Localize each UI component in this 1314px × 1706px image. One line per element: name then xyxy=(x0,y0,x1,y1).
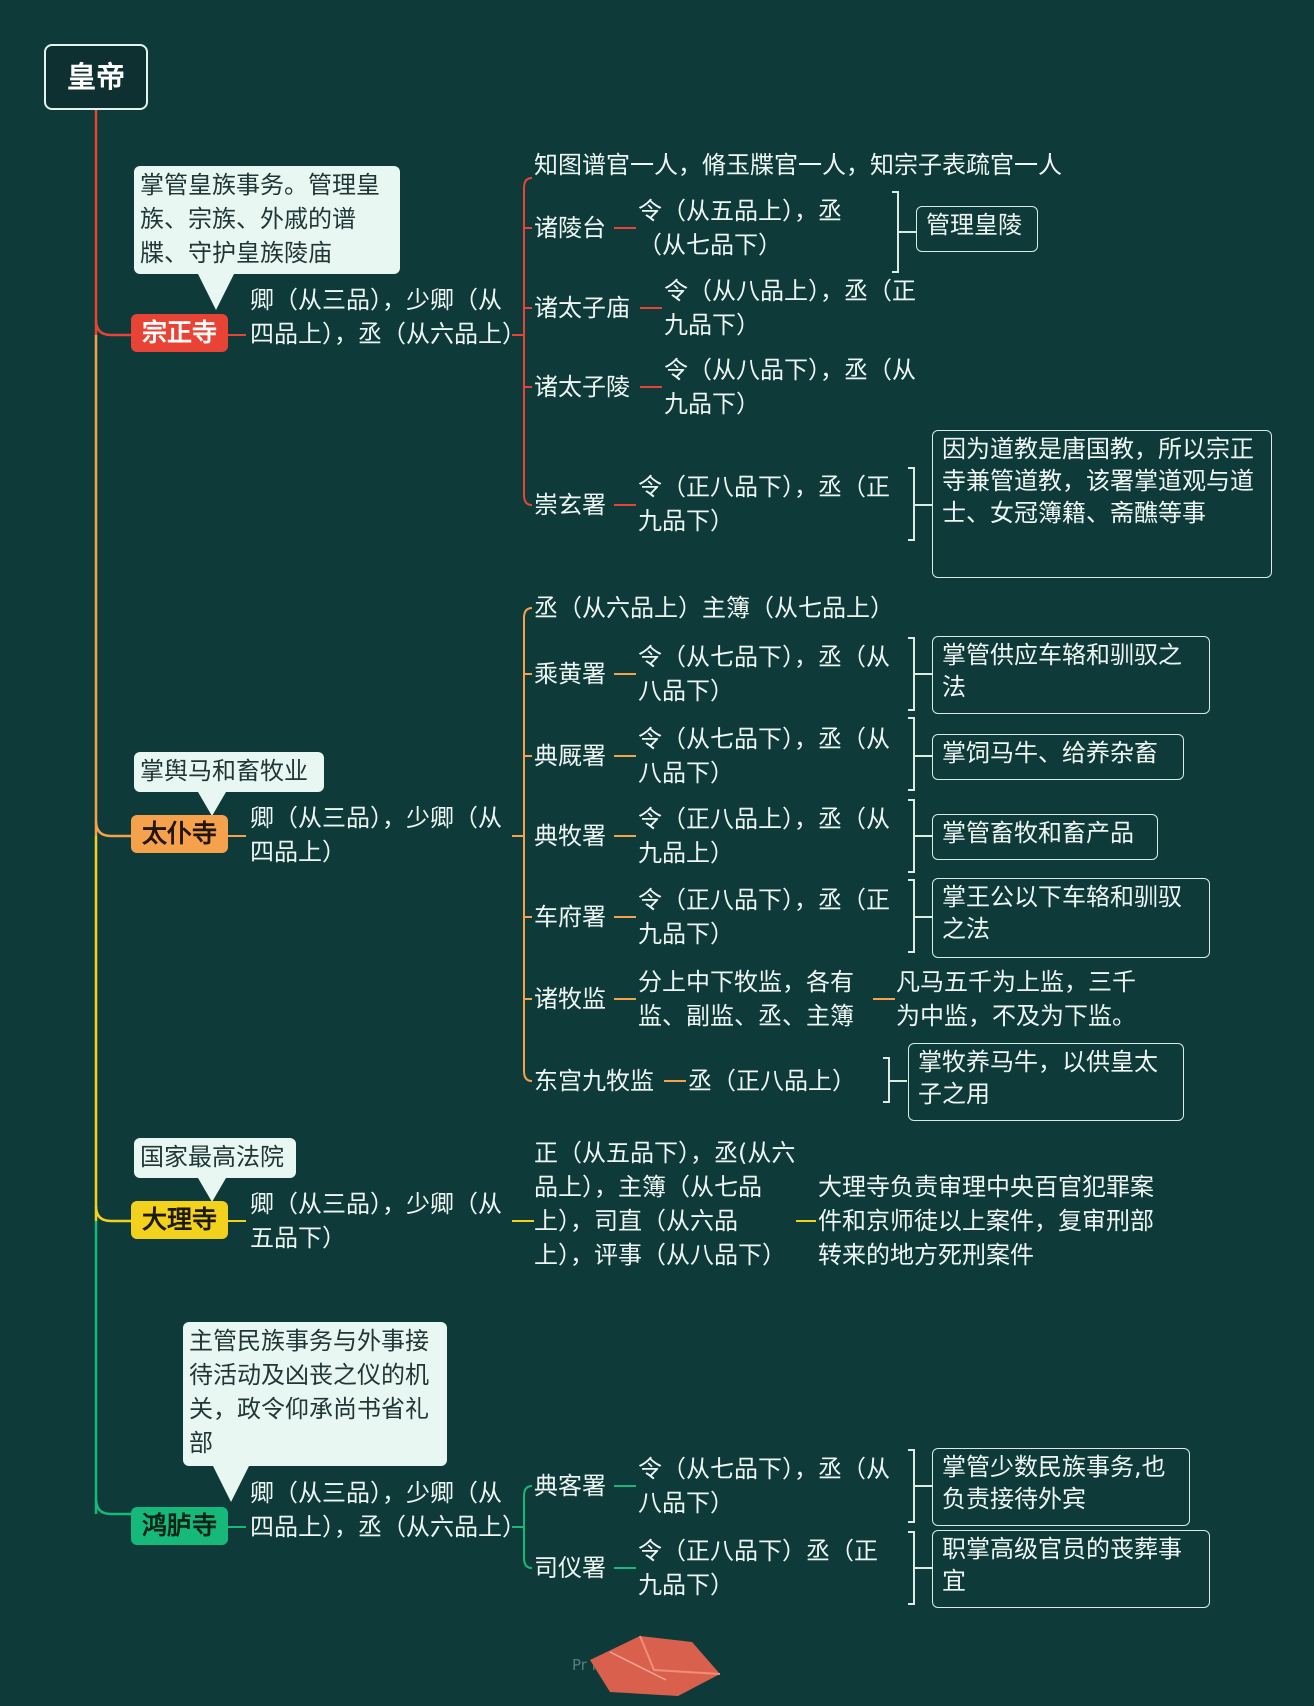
chefushu-duty: 掌王公以下车辂和驯驭之法 xyxy=(932,878,1210,958)
sub-chenghuangshu[interactable]: 乘黄署 xyxy=(534,660,606,688)
chongxuanshu-duty: 因为道教是唐国教，所以宗正寺兼管道教，该署掌道观与道士、女冠簿籍、斋醮等事 xyxy=(932,430,1272,578)
honglu-note: 主管民族事务与外事接待活动及凶丧之仪的机关，政令仰承尚书省礼部 xyxy=(183,1322,447,1502)
node-zongzheng[interactable]: 宗正寺 xyxy=(131,314,228,352)
node-taipu[interactable]: 太仆寺 xyxy=(131,815,228,853)
dali-ranks: 正（从五品下），丞(从六品上），主簿（从七品上），司直（从六品上），评事（从八品… xyxy=(534,1139,796,1269)
sub-zhumujian[interactable]: 诸牧监 xyxy=(534,985,606,1013)
chenghuangshu-duty: 掌管供应车辂和驯驭之法 xyxy=(932,636,1210,714)
taipu-sub-top: 丞（从六品上）主簿（从七品上） xyxy=(534,594,894,622)
sub-zhutaziling[interactable]: 诸太子陵 xyxy=(534,373,630,401)
siyishu-duty: 职掌高级官员的丧葬事宜 xyxy=(932,1530,1210,1608)
sub-zhutaizimiao[interactable]: 诸太子庙 xyxy=(534,294,630,322)
honglu-officials: 卿（从三品），少卿（从四品上），丞（从六品上） xyxy=(250,1479,526,1541)
zongzheng-sub-top: 知图谱官一人，脩玉牒官一人，知宗子表疏官一人 xyxy=(534,151,1062,179)
dali-officials: 卿（从三品），少卿（从五品下） xyxy=(250,1190,502,1252)
dianmushu-ranks: 令（正八品上），丞（从九品上） xyxy=(638,805,890,867)
zongzheng-note: 掌管皇族事务。管理皇族、宗族、外戚的谱牒、守护皇族陵庙 xyxy=(134,166,400,310)
node-honglu[interactable]: 鸿胪寺 xyxy=(131,1507,228,1545)
donggong-duty: 掌牧养马牛，以供皇太子之用 xyxy=(908,1043,1184,1121)
zongzheng-officials: 卿（从三品），少卿（从四品上），丞（从六品上） xyxy=(250,286,526,348)
honglu-note-text: 主管民族事务与外事接待活动及凶丧之仪的机关，政令仰承尚书省礼部 xyxy=(189,1327,429,1457)
sub-chefushu[interactable]: 车府署 xyxy=(534,903,606,931)
sub-siyishu[interactable]: 司仪署 xyxy=(534,1554,606,1582)
taipu-note: 掌舆马和畜牧业 xyxy=(134,752,324,816)
taipu-note-text: 掌舆马和畜牧业 xyxy=(140,757,308,785)
diankeshu-duty: 掌管少数民族事务,也负责接待外宾 xyxy=(932,1448,1190,1526)
dali-note: 国家最高法院 xyxy=(134,1138,296,1202)
zhumujian-duty: 凡马五千为上监，三千为中监，不及为下监。 xyxy=(896,968,1136,1030)
sub-dianjiushu[interactable]: 典厩署 xyxy=(534,742,606,770)
chenghuangshu-ranks: 令（从七品下），丞（从八品下） xyxy=(638,643,890,705)
dianjiushu-ranks: 令（从七品下），丞（从八品下） xyxy=(638,725,890,787)
watermark-logo-icon xyxy=(590,1635,721,1696)
sub-donggong[interactable]: 东宫九牧监 xyxy=(534,1067,654,1095)
sub-zhulingtai[interactable]: 诸陵台 xyxy=(534,214,606,242)
sub-dianmushu[interactable]: 典牧署 xyxy=(534,822,606,850)
zhutaziling-ranks: 令（从八品下），丞（从九品下） xyxy=(664,356,916,418)
zhutaizimiao-ranks: 令（从八品上），丞（正九品下） xyxy=(664,277,916,339)
dali-duty: 大理寺负责审理中央百官犯罪案件和京师徒以上案件，复审刑部转来的地方死刑案件 xyxy=(818,1173,1154,1269)
diankeshu-ranks: 令（从七品下），丞（从八品下） xyxy=(638,1455,890,1517)
zhumujian-ranks: 分上中下牧监，各有监、副监、丞、主簿 xyxy=(638,968,854,1030)
siyishu-ranks: 令（正八品下）丞（正九品下） xyxy=(638,1537,878,1599)
chongxuanshu-ranks: 令（正八品下），丞（正九品下） xyxy=(638,473,890,535)
bubble-tail xyxy=(213,1466,249,1502)
chefushu-ranks: 令（正八品下），丞（正九品下） xyxy=(638,886,890,948)
dianmushu-duty: 掌管畜牧和畜产品 xyxy=(932,814,1158,860)
sub-diankeshu[interactable]: 典客署 xyxy=(534,1472,606,1500)
zongzheng-note-text: 掌管皇族事务。管理皇族、宗族、外戚的谱牒、守护皇族陵庙 xyxy=(140,171,380,267)
bubble-tail xyxy=(198,792,226,816)
root-node[interactable]: 皇帝 xyxy=(44,44,148,110)
zhulingtai-ranks: 令（从五品上），丞（从七品下） xyxy=(638,197,842,259)
node-dali[interactable]: 大理寺 xyxy=(131,1201,228,1239)
bubble-tail xyxy=(198,274,234,310)
bubble-tail xyxy=(198,1178,226,1202)
dianjiushu-duty: 掌饲马牛、给养杂畜 xyxy=(932,734,1184,780)
sub-chongxuanshu[interactable]: 崇玄署 xyxy=(534,491,606,519)
zhulingtai-duty: 管理皇陵 xyxy=(916,206,1038,252)
donggong-ranks: 丞（正八品上） xyxy=(688,1067,856,1095)
taipu-officials: 卿（从三品），少卿（从四品上） xyxy=(250,804,502,866)
dali-note-text: 国家最高法院 xyxy=(140,1143,284,1171)
